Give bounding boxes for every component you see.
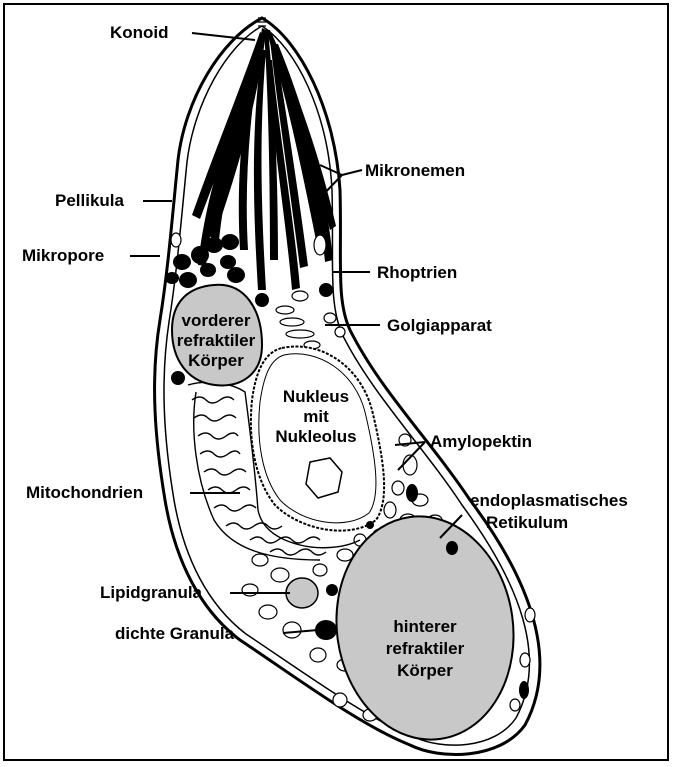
label-amylopektin: Amylopektin (430, 432, 532, 451)
label-mikropore: Mikropore (22, 246, 104, 265)
label-anterior-refractile-2: refraktiler (177, 331, 256, 350)
lipid-granule (286, 578, 318, 608)
label-posterior-refractile-1: hinterer (393, 617, 457, 636)
label-anterior-refractile-3: Körper (188, 351, 244, 370)
label-golgiapparat: Golgiapparat (387, 316, 492, 335)
label-mikronemen: Mikronemen (365, 161, 465, 180)
label-er-2: Retikulum (486, 513, 568, 532)
label-mitochondrien: Mitochondrien (26, 483, 143, 502)
label-anterior-refractile-1: vorderer (182, 311, 251, 330)
label-posterior-refractile-3: Körper (397, 661, 453, 680)
label-konoid: Konoid (110, 23, 169, 42)
label-rhoptrien: Rhoptrien (377, 263, 457, 282)
label-posterior-refractile-2: refraktiler (386, 639, 465, 658)
label-dichte-granula: dichte Granula (115, 624, 235, 643)
label-pellikula: Pellikula (55, 191, 125, 210)
label-er-1: endoplasmatisches (470, 491, 628, 510)
label-nucleus-2: mit (303, 407, 329, 426)
label-lipidgranula: Lipidgranula (100, 583, 203, 602)
label-nucleus-1: Nukleus (283, 387, 349, 406)
label-nucleus-3: Nukleolus (275, 427, 356, 446)
